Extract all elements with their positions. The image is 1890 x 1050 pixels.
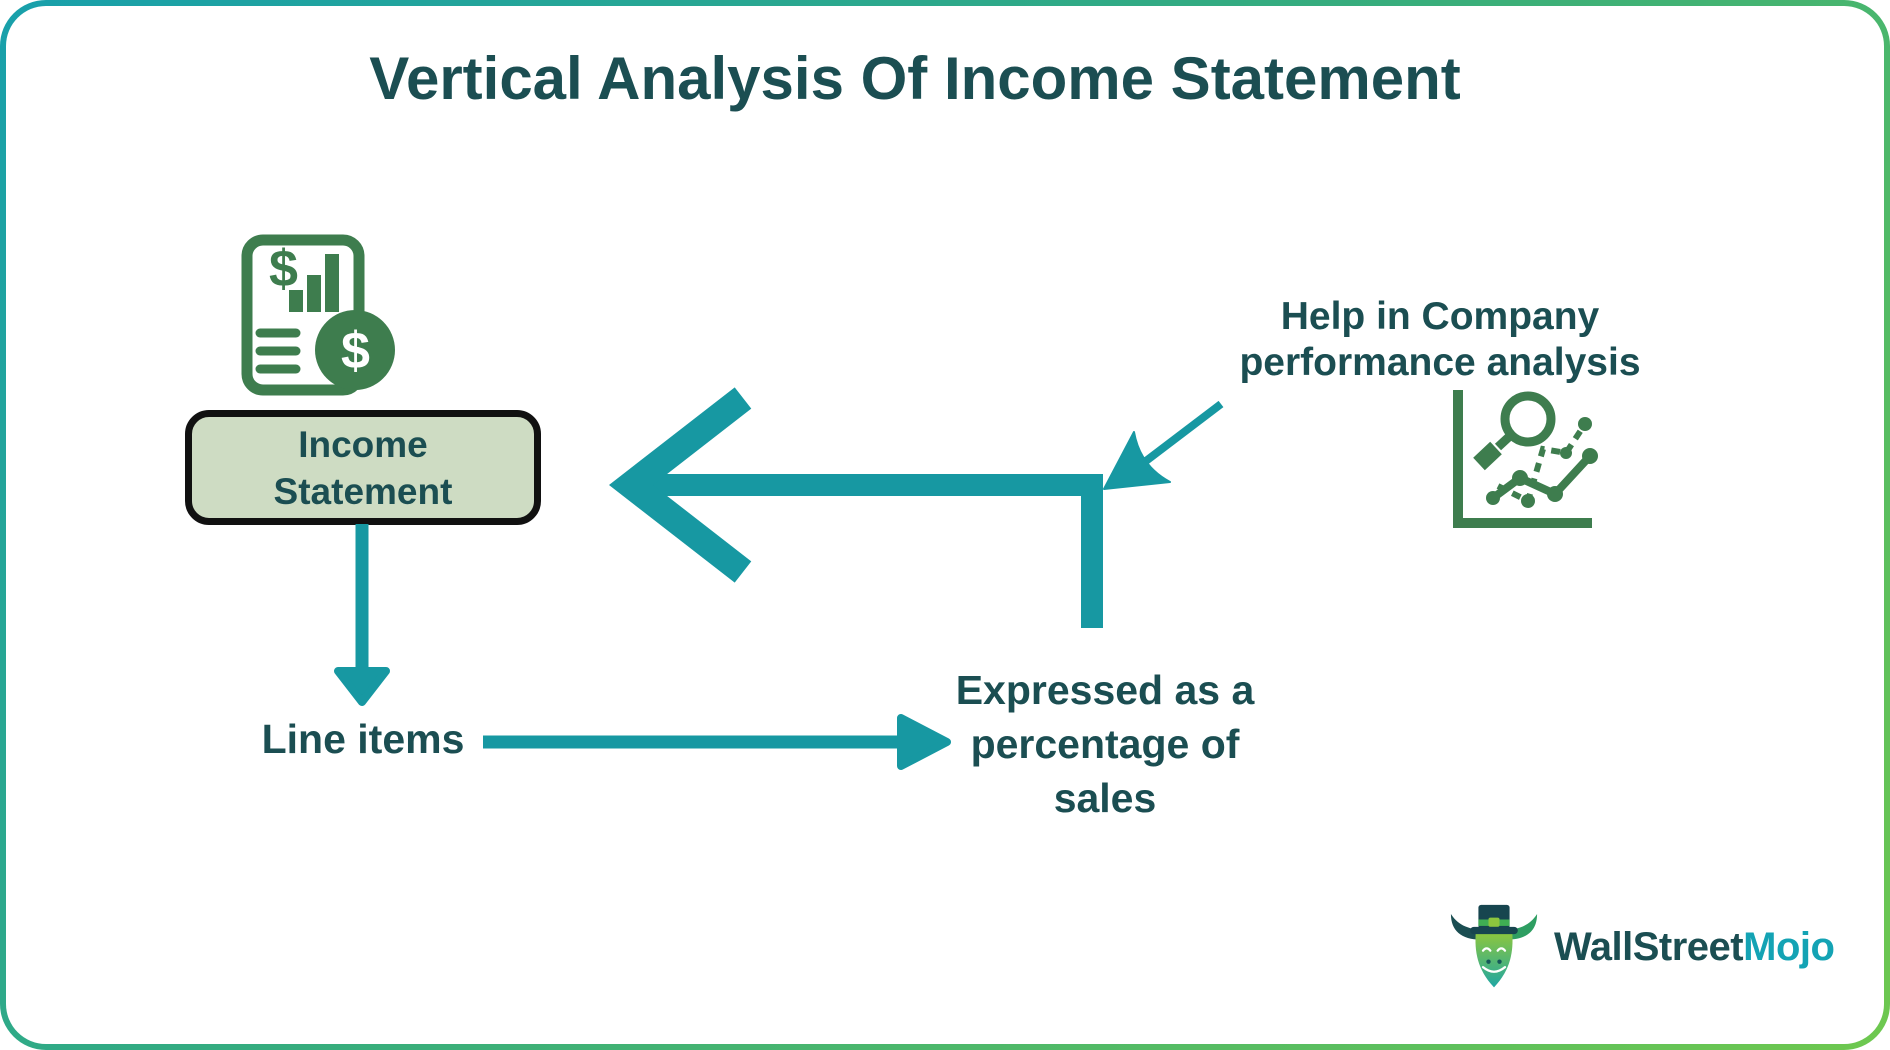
expressed-as-percentage-label: Expressed as a percentage of sales <box>905 663 1305 825</box>
income-statement-box: Income Statement <box>185 410 541 525</box>
chart-axes <box>1453 390 1592 528</box>
help-line1: Help in Company <box>1280 295 1600 338</box>
arrow-help-to-flow <box>1103 400 1224 490</box>
logo-wordmark: WallStreetMojo <box>1554 924 1835 970</box>
expressed-line3: sales <box>1053 775 1157 821</box>
dollar-glyph: $ <box>269 240 298 298</box>
page-title: Vertical Analysis Of Income Statement <box>369 45 1461 112</box>
coin-dollar-glyph: $ <box>341 322 370 380</box>
arrow-expressed-to-income-statement <box>608 387 1103 628</box>
analysis-chart-icon <box>1453 390 1598 528</box>
expressed-line2: percentage of <box>970 721 1240 767</box>
help-line2: performance analysis <box>1239 341 1641 384</box>
help-performance-label: Help in Company performance analysis <box>1190 294 1690 386</box>
income-statement-icon: $ $ <box>241 234 395 396</box>
magnifier-handle <box>1473 441 1502 471</box>
logo-wordmark-part2: Mojo <box>1743 924 1835 969</box>
expressed-line1: Expressed as a <box>955 667 1255 713</box>
wallstreetmojo-logo: WallStreetMojo <box>1448 903 1835 991</box>
line-items-label: Line items <box>261 716 465 762</box>
bull-icon <box>1450 904 1538 988</box>
logo-wordmark-part1: WallStreet <box>1554 924 1744 969</box>
arrow-box-to-line-items <box>334 524 390 706</box>
solid-trend-line <box>1490 453 1593 502</box>
arrow-line-items-to-expressed <box>483 714 951 770</box>
income-box-line1: Income <box>298 423 428 465</box>
dollar-coin-icon <box>315 310 395 390</box>
magnifier-glass <box>1500 391 1556 447</box>
income-box-line2: Statement <box>273 470 453 512</box>
dashed-trend-line <box>1496 422 1588 506</box>
